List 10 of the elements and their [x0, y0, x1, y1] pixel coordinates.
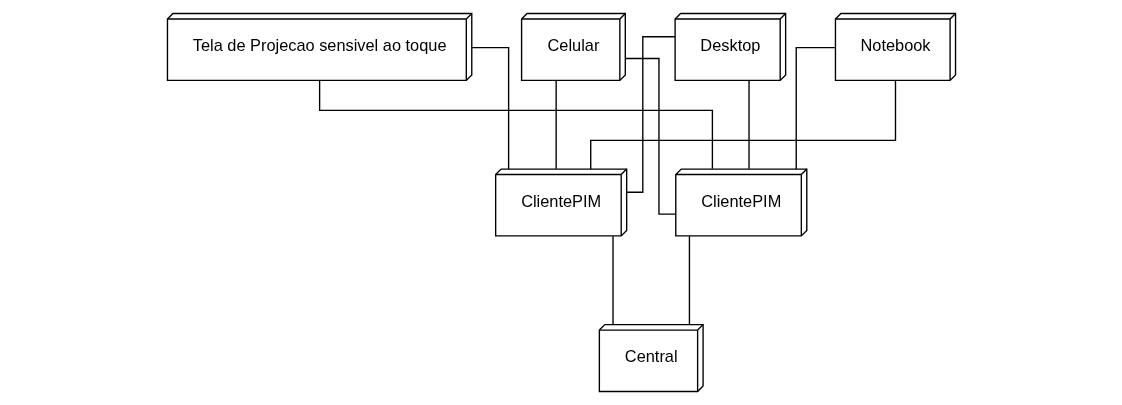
connector	[471, 46, 509, 170]
connector	[589, 80, 896, 170]
connector	[624, 57, 676, 215]
connector	[688, 235, 690, 326]
connector	[625, 36, 676, 193]
connector	[318, 79, 713, 170]
connector	[795, 46, 836, 170]
connector	[611, 235, 614, 326]
connector	[554, 80, 557, 170]
connector	[747, 80, 750, 170]
